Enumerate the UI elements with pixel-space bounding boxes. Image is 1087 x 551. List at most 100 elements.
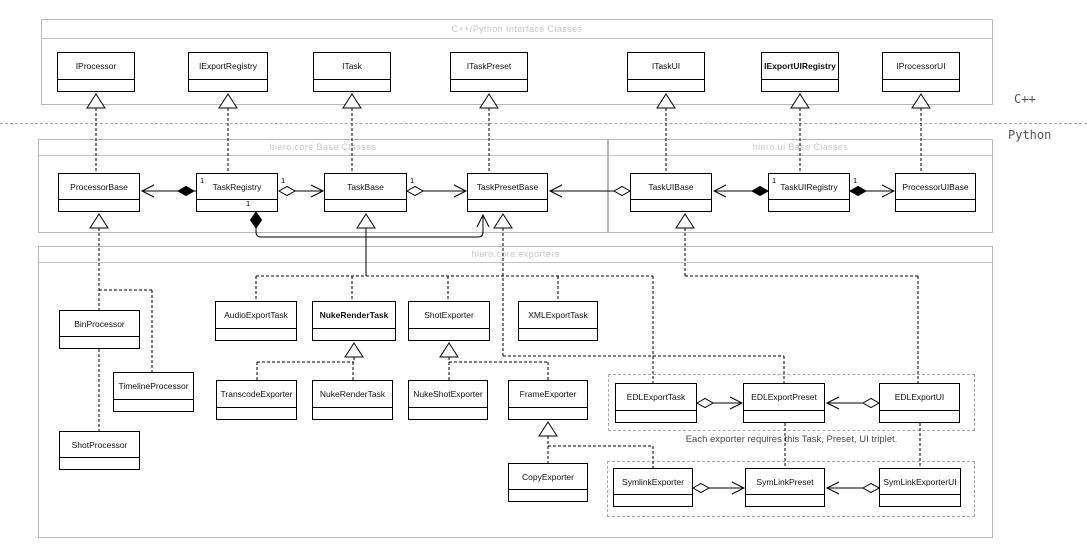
package-interfaces: C++/Python Interface Classes — [41, 19, 993, 105]
multiplicity-label: 1 — [200, 176, 205, 185]
class-frameexporter: FrameExporter — [508, 380, 588, 420]
class-attrs-compartment — [616, 411, 696, 422]
class-attrs-compartment — [746, 495, 824, 506]
class-attrs-compartment — [313, 329, 395, 340]
class-attrs-compartment — [744, 411, 824, 422]
class-name: TaskRegistry — [197, 174, 277, 200]
class-attrs-compartment — [314, 80, 390, 91]
class-name: SymlinkExporter — [614, 469, 692, 495]
class-name: ITask — [314, 53, 390, 80]
class-symlinkpreset: SymLinkPreset — [745, 468, 825, 507]
class-name: TaskUIRegistry — [769, 174, 849, 200]
class-taskpresetbase: TaskPresetBase — [467, 173, 548, 212]
class-attrs-compartment — [217, 408, 296, 419]
class-name: IProcessor — [58, 53, 134, 80]
package-exporters: hiero.core.exporters — [38, 246, 993, 538]
dashed-inheritance-lines — [95, 108, 922, 468]
class-name: SymLinkExporterUI — [880, 469, 960, 495]
class-attrs-compartment — [451, 80, 527, 91]
class-name: TaskUIBase — [631, 174, 711, 200]
class-attrs-compartment — [59, 200, 139, 211]
class-name: ITaskUI — [628, 53, 704, 80]
class-shotprocessor: ShotProcessor — [59, 431, 140, 470]
multiplicity-label: 1 — [246, 199, 251, 208]
class-name: ShotProcessor — [60, 432, 139, 458]
multiplicity-label: 1 — [772, 176, 777, 185]
class-attrs-compartment — [313, 408, 392, 419]
symlink-triplet-group — [607, 461, 975, 517]
class-iprocessorui: IProcessorUI — [882, 52, 960, 92]
class-nukerendertask-base: NukeRenderTask — [312, 301, 396, 341]
class-attrs-compartment — [189, 80, 267, 91]
class-attrs-compartment — [509, 490, 587, 501]
aggregation-diamonds — [277, 185, 881, 494]
class-attrs-compartment — [468, 200, 547, 211]
class-name: EDLExportUI — [880, 384, 959, 411]
class-name: XMLExportTask — [519, 302, 597, 329]
class-timelineprocessor: TimelineProcessor — [113, 372, 194, 412]
class-name: ITaskPreset — [451, 53, 527, 80]
class-name: TaskBase — [325, 174, 406, 200]
class-name: ShotExporter — [409, 302, 489, 329]
class-name: NukeRenderTask — [313, 381, 392, 408]
class-itaskpreset: ITaskPreset — [450, 52, 528, 92]
class-name: TranscodeExporter — [217, 381, 296, 408]
class-name: EDLExportPreset — [744, 384, 824, 411]
package-interfaces-title: C++/Python Interface Classes — [42, 20, 992, 39]
class-iexportregistry: IExportRegistry — [188, 52, 268, 92]
class-name: NukeShotExporter — [409, 381, 487, 408]
class-attrs-compartment — [883, 80, 959, 91]
class-taskuiregistry: TaskUIRegistry — [768, 173, 850, 212]
class-name: ProcessorBase — [59, 174, 139, 200]
edl-triplet-group — [608, 374, 975, 431]
class-attrs-compartment — [114, 400, 193, 411]
class-attrs-compartment — [58, 80, 134, 91]
package-exporters-title: hiero.core.exporters — [39, 247, 992, 263]
class-itaskui: ITaskUI — [627, 52, 705, 92]
class-binprocessor: BinProcessor — [59, 310, 140, 349]
class-processorbase: ProcessorBase — [58, 173, 140, 212]
class-name: IExportUIRegistry — [762, 53, 838, 80]
cpp-python-divider-line — [0, 123, 1087, 124]
class-attrs-compartment — [509, 408, 587, 419]
class-attrs-compartment — [880, 411, 959, 422]
class-attrs-compartment — [519, 329, 597, 340]
arrow-heads — [140, 184, 896, 495]
generalization-triangles — [86, 93, 931, 437]
class-processoruibase: ProcessorUIBase — [895, 173, 976, 212]
class-name: BinProcessor — [60, 311, 139, 337]
class-taskregistry: TaskRegistry — [196, 173, 278, 212]
class-symlinkexporter: SymlinkExporter — [613, 468, 693, 507]
class-edlexporttask: EDLExportTask — [615, 383, 697, 423]
class-iexportuiregistry: IExportUIRegistry — [761, 52, 839, 92]
class-itask: ITask — [313, 52, 391, 92]
class-xmlexporttask: XMLExportTask — [518, 301, 598, 341]
class-name: IExportRegistry — [189, 53, 267, 80]
class-nukerendertask-sub: NukeRenderTask — [312, 380, 393, 420]
class-attrs-compartment — [880, 495, 960, 506]
class-name: SymLinkPreset — [746, 469, 824, 495]
class-audioexporttask: AudioExportTask — [215, 301, 297, 341]
class-attrs-compartment — [762, 80, 838, 91]
composition-diamonds — [176, 185, 868, 229]
class-attrs-compartment — [409, 329, 489, 340]
class-edlexportui: EDLExportUI — [879, 383, 960, 423]
class-shotexporter: ShotExporter — [408, 301, 490, 341]
class-attrs-compartment — [197, 200, 277, 211]
class-attrs-compartment — [60, 337, 139, 348]
class-attrs-compartment — [614, 495, 692, 506]
python-layer-label: Python — [1008, 128, 1052, 142]
class-name: NukeRenderTask — [313, 302, 395, 329]
class-attrs-compartment — [628, 80, 704, 91]
class-attrs-compartment — [896, 200, 975, 211]
multiplicity-label: 1 — [410, 176, 415, 185]
class-attrs-compartment — [60, 458, 139, 469]
class-name: TaskPresetBase — [468, 174, 547, 200]
class-transcodeexporter: TranscodeExporter — [216, 380, 297, 420]
class-name: IProcessorUI — [883, 53, 959, 80]
package-core-base-title: hiero.core Base Classes — [39, 140, 607, 156]
class-symlinkexporterui: SymLinkExporterUI — [879, 468, 961, 507]
class-copyexporter: CopyExporter — [508, 463, 588, 502]
